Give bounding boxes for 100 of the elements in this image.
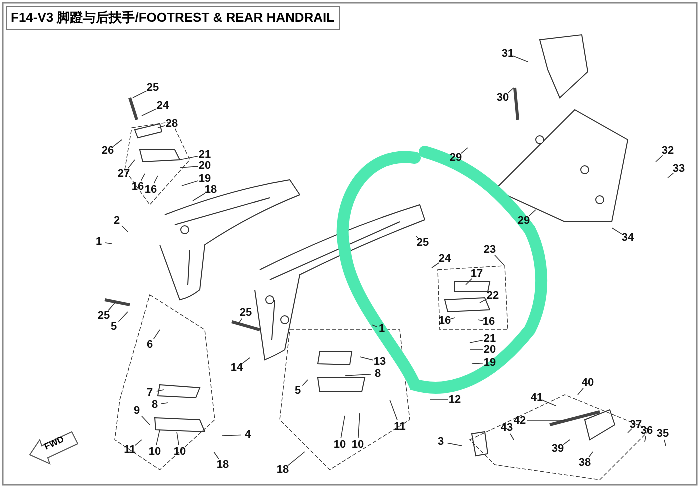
- callout-number: 25: [240, 307, 252, 319]
- leader-line: [390, 400, 398, 421]
- leader-line: [132, 90, 148, 98]
- callout-number: 10: [174, 446, 186, 458]
- leader-line: [528, 210, 536, 217]
- leader-line: [154, 176, 158, 184]
- leader-line: [140, 174, 146, 182]
- leader-line: [472, 363, 484, 364]
- callout-number: 11: [394, 421, 406, 433]
- callout-number: 33: [672, 163, 686, 175]
- diagram-title: F14-V3 脚蹬与后扶手/FOOTREST & REAR HANDRAIL: [6, 6, 340, 30]
- callout-number: 3: [438, 436, 444, 448]
- callout-number: 18: [204, 184, 218, 196]
- leader-line: [142, 108, 158, 116]
- callout-number: 25: [146, 82, 160, 94]
- leader-line: [578, 388, 584, 396]
- leader-line: [340, 416, 346, 438]
- callout-number: 20: [484, 344, 496, 356]
- callout-number: 29: [518, 215, 530, 227]
- callout-number: 42: [514, 415, 526, 427]
- callout-number: 6: [146, 339, 154, 351]
- leader-line: [664, 440, 666, 446]
- leader-line: [302, 380, 308, 386]
- callout-number: 19: [484, 357, 496, 369]
- leader-line: [480, 298, 488, 304]
- callout-number: 4: [244, 429, 252, 441]
- callout-number: 40: [582, 377, 594, 389]
- callout-number: 23: [484, 244, 496, 256]
- callout-number: 1: [378, 323, 386, 335]
- leader-line: [543, 400, 556, 406]
- callout-number: 31: [502, 48, 514, 60]
- callout-number: 43: [500, 422, 514, 434]
- leader-line: [372, 324, 378, 328]
- leader-line: [416, 236, 420, 240]
- leader-line: [656, 155, 664, 162]
- leader-line: [156, 390, 164, 392]
- callout-number: 28: [166, 118, 178, 130]
- leader-line: [238, 318, 243, 326]
- callout-number: 35: [656, 428, 670, 440]
- callout-number: 25: [98, 310, 110, 322]
- leader-line: [460, 148, 468, 154]
- leader-line: [510, 434, 514, 440]
- leader-line: [360, 356, 374, 361]
- callout-number: 2: [114, 215, 120, 227]
- leader-line: [122, 226, 128, 232]
- callout-number: 18: [216, 459, 230, 471]
- leader-line: [222, 434, 242, 436]
- callout-number: 10: [352, 439, 364, 451]
- leader-line: [153, 330, 160, 340]
- callout-number: 37: [630, 419, 642, 431]
- callout-number: 24: [156, 100, 170, 112]
- leader-line: [470, 340, 484, 344]
- callout-number: 5: [110, 321, 118, 333]
- leader-line: [156, 430, 160, 446]
- leader-line: [134, 440, 142, 446]
- callout-number: 41: [530, 392, 544, 404]
- callout-number: 16: [438, 315, 452, 327]
- leader-line: [514, 56, 528, 62]
- leader-line: [128, 160, 136, 169]
- callout-number: 8: [374, 368, 382, 380]
- callout-number: 7: [146, 387, 154, 399]
- callout-number: 11: [124, 444, 136, 456]
- callout-number: 14: [230, 362, 244, 374]
- callout-number: 38: [578, 457, 592, 469]
- callout-number: 24: [438, 253, 452, 265]
- leader-line: [466, 278, 472, 286]
- leader-line: [141, 416, 150, 426]
- leader-line: [494, 254, 504, 266]
- leader-line: [432, 262, 440, 268]
- callout-number: 17: [470, 268, 484, 280]
- callout-number: 19: [198, 173, 212, 185]
- leader-line: [450, 318, 456, 320]
- leader-line: [113, 140, 122, 148]
- leader-line: [214, 452, 220, 460]
- leader-line: [526, 420, 566, 422]
- callout-number: 13: [374, 356, 386, 368]
- callout-number: 16: [482, 316, 496, 328]
- callout-number: 10: [334, 439, 346, 451]
- callout-number: 20: [198, 160, 212, 172]
- leader-line: [288, 452, 306, 466]
- callout-number: 1: [96, 236, 102, 248]
- callout-number: 27: [118, 168, 130, 180]
- leader-line: [563, 440, 570, 446]
- callout-number: 39: [552, 443, 564, 455]
- callout-number: 32: [662, 145, 674, 157]
- leader-line: [158, 126, 166, 128]
- leader-line: [176, 432, 180, 446]
- leader-line: [192, 193, 206, 202]
- leader-line: [628, 428, 632, 434]
- callout-number: 30: [496, 92, 510, 104]
- leader-line: [182, 180, 199, 186]
- callout-number: 21: [198, 149, 212, 161]
- callout-number: 12: [448, 394, 462, 406]
- leader-line: [668, 173, 674, 178]
- callout-number: 26: [102, 145, 114, 157]
- leader-line: [358, 412, 360, 438]
- leader-line: [108, 302, 116, 312]
- leader-line: [612, 228, 622, 235]
- callout-number: 16: [144, 184, 158, 196]
- callout-number: 16: [132, 181, 144, 193]
